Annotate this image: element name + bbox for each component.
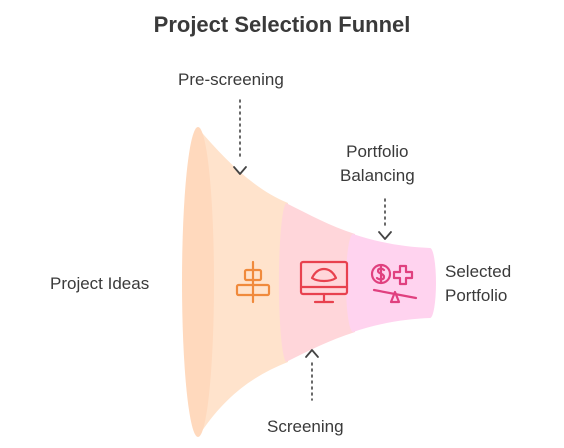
funnel-stage-prescreening: [198, 128, 288, 437]
funnel-mouth: [182, 127, 214, 437]
pointer-prescreening: [233, 99, 247, 175]
funnel-outlet: [424, 248, 436, 318]
funnel-stage-screening: [278, 203, 355, 362]
pointer-balancing: [378, 198, 392, 240]
pointer-screening: [305, 349, 319, 401]
label-portfolio-balancing-line1: Portfolio: [346, 142, 409, 161]
label-project-ideas: Project Ideas: [50, 274, 150, 293]
align-center-icon: [235, 260, 271, 304]
monitor-icon: [299, 260, 349, 304]
label-prescreening: Pre-screening: [178, 70, 284, 89]
label-portfolio-balancing-line2: Balancing: [340, 166, 415, 185]
label-screening: Screening: [267, 417, 344, 436]
label-portfolio-balancing: Portfolio Balancing: [340, 140, 415, 188]
label-selected-portfolio: Selected Portfolio: [445, 260, 511, 308]
funnel-stage-balancing: [346, 234, 430, 332]
label-selected-portfolio-line2: Portfolio: [445, 286, 508, 305]
label-selected-portfolio-line1: Selected: [445, 262, 512, 281]
balance-scale-icon: [370, 263, 418, 304]
diagram-title: Project Selection Funnel: [153, 12, 411, 37]
